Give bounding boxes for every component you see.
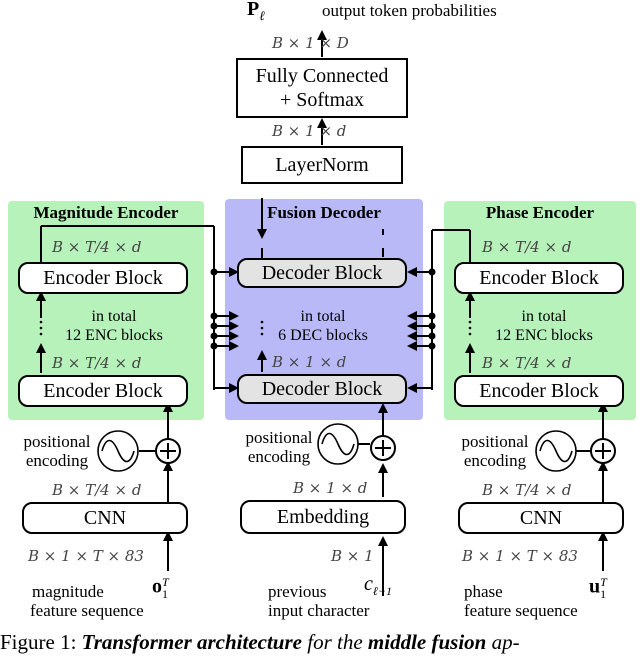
phase-encoder-block-top: Encoder Block <box>454 262 624 294</box>
figure-caption: Figure 1: Transformer architecture for t… <box>0 630 520 654</box>
mag-input-text: magnitude feature sequence <box>30 582 144 620</box>
dec-decoder-block-bottom: Decoder Block <box>237 374 407 404</box>
phase-positional-encoding: positional encoding <box>461 432 529 470</box>
output-symbol: Pℓ <box>247 0 265 23</box>
phase-total-text: in total 12 ENC blocks <box>495 308 593 344</box>
phase-dim-mid: B × T/4 × d <box>482 354 572 372</box>
mag-dim-top: B × T/4 × d <box>52 238 142 256</box>
phase-dim-cnn-out: B × T/4 × d <box>482 481 572 499</box>
fc-line1: Fully Connected <box>255 65 389 87</box>
output-label: output token probabilities <box>322 1 497 20</box>
mag-cnn-box: CNN <box>22 502 188 534</box>
phase-encoder-block-bottom: Encoder Block <box>454 375 624 407</box>
fully-connected-box: Fully Connected + Softmax <box>236 58 408 118</box>
phase-encoder-title: Phase Encoder <box>485 203 595 222</box>
fc-line2: + Softmax <box>279 89 365 111</box>
phase-input-text: phase feature sequence <box>464 582 578 620</box>
phase-cnn-box: CNN <box>458 502 624 534</box>
dim-output: B × 1 × D <box>272 34 349 52</box>
dec-input-text: previous input character <box>268 582 370 620</box>
dim-fc: B × 1 × d <box>272 122 347 140</box>
dec-decoder-block-top: Decoder Block <box>237 258 407 288</box>
dec-positional-encoding: positional encoding <box>245 428 313 466</box>
dec-dim-emb-out: B × 1 × d <box>293 479 368 497</box>
dec-dim-input: B × 1 <box>331 547 374 565</box>
mag-encoder-block-bottom: Encoder Block <box>18 375 188 407</box>
layernorm-box: LayerNorm <box>241 146 403 184</box>
phase-dim-top: B × T/4 × d <box>482 238 572 256</box>
mag-dim-cnn-out: B × T/4 × d <box>52 481 142 499</box>
mag-dim-input: B × 1 × T × 83 <box>28 547 144 565</box>
phase-dim-input: B × 1 × T × 83 <box>462 547 578 565</box>
dec-dim-mid: B × 1 × d <box>272 353 347 371</box>
dec-input-symbol: cℓ−1 <box>364 573 392 598</box>
mag-encoder-block-top: Encoder Block <box>18 262 188 294</box>
mag-total-text: in total 12 ENC blocks <box>65 308 163 344</box>
embedding-box: Embedding <box>240 500 406 534</box>
mag-positional-encoding: positional encoding <box>23 432 91 470</box>
magnitude-encoder-title: Magnitude Encoder <box>33 203 179 222</box>
dec-total-text: in total 6 DEC blocks <box>278 308 368 344</box>
fusion-decoder-title: Fusion Decoder <box>267 203 381 222</box>
mag-dim-mid: B × T/4 × d <box>52 354 142 372</box>
